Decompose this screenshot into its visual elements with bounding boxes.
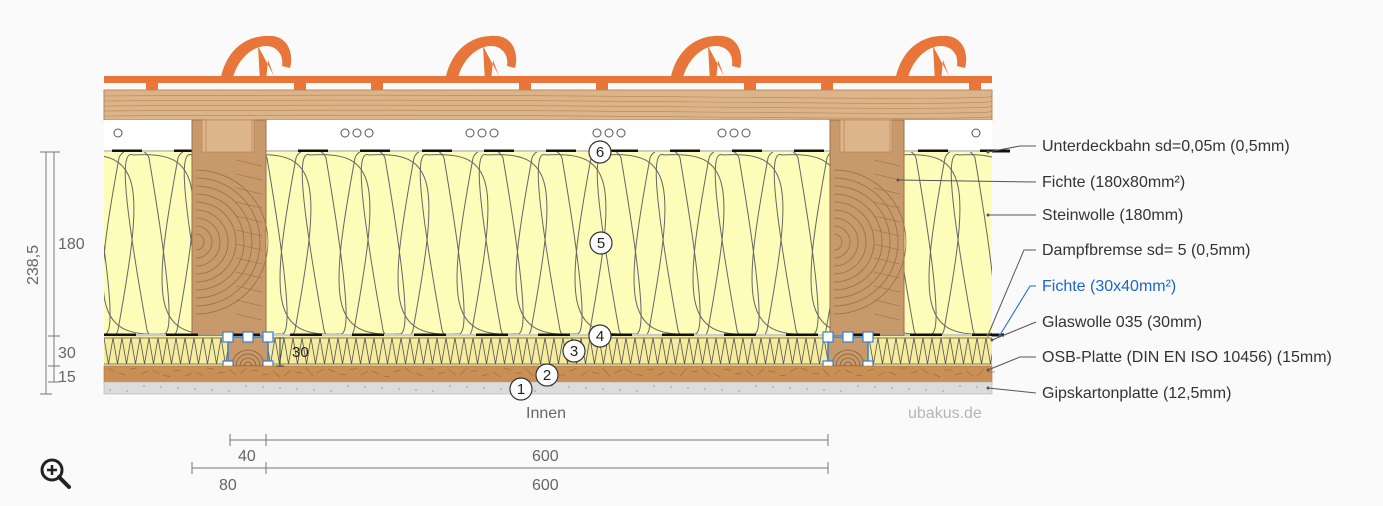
label-gipskarton: Gipskartonplatte (12,5mm) [1042, 385, 1231, 402]
layer-badge-4: 4 [588, 324, 612, 348]
layer-badge-6: 6 [588, 140, 612, 164]
dim-batten-width: 40 [238, 448, 256, 465]
dim-total: 238,5 [25, 245, 42, 285]
dim-rafter-width: 80 [219, 477, 237, 494]
inside-label: Innen [526, 405, 566, 422]
batten-height-dimension [276, 337, 284, 367]
batten-grain [103, 94, 993, 119]
layer-badge-number: 5 [597, 235, 605, 252]
layer-badge-2: 2 [535, 363, 559, 387]
zoom-in-icon[interactable] [38, 456, 74, 492]
leader-line [897, 179, 1037, 183]
roof-tile [821, 35, 981, 96]
layer-badge-3: 3 [562, 339, 586, 363]
label-fichte-rafter: Fichte (180x80mm²) [1042, 174, 1185, 191]
watermark: ubakus.de [908, 405, 982, 422]
roof-tile [371, 35, 531, 96]
dim-insulation-inner: 30 [58, 345, 76, 362]
dim-osb: 15 [58, 369, 76, 386]
leader-line [987, 387, 1037, 394]
label-fichte-batten[interactable]: Fichte (30x40mm²) [1042, 278, 1176, 295]
batten-30x40[interactable] [822, 331, 874, 372]
air-holes [113, 128, 981, 138]
layer-badge-1: 1 [509, 377, 533, 401]
bottom-dimensions [191, 434, 829, 474]
label-osb: OSB-Platte (DIN EN ISO 10456) (15mm) [1042, 349, 1332, 366]
layer-badge-number: 4 [596, 328, 604, 345]
layer-badge-5: 5 [589, 231, 613, 255]
rafters [191, 119, 907, 337]
layer-badge-number: 1 [517, 381, 525, 398]
label-glaswolle: Glaswolle 035 (30mm) [1042, 314, 1202, 331]
osb-texture [107, 367, 995, 378]
leader-line [987, 356, 1036, 371]
layer-badge-number: 6 [596, 144, 604, 161]
leader-line [999, 285, 1036, 336]
roof-tile [146, 35, 306, 96]
layer-badge-number: 3 [570, 343, 578, 360]
left-dimensions [40, 151, 60, 395]
dim-batten-height: 30 [292, 344, 309, 361]
batten-30x40[interactable] [222, 331, 274, 372]
dim-batten-spacing: 600 [532, 448, 559, 465]
dim-rafter-spacing: 600 [532, 477, 559, 494]
leader-line [987, 249, 1036, 336]
label-steinwolle: Steinwolle (180mm) [1042, 207, 1183, 224]
label-leaders [896, 145, 1037, 394]
layer-number-badges: 1 2 3 4 5 6 [509, 140, 613, 401]
label-unterdeckbahn: Unterdeckbahn sd=0,05m (0,5mm) [1042, 138, 1290, 155]
layer-badge-number: 2 [543, 367, 551, 384]
roof-tile [596, 35, 756, 96]
dim-insulation-main: 180 [58, 236, 85, 253]
roof-tiles [104, 35, 992, 96]
tile-base [104, 76, 992, 83]
label-dampfbremse: Dampfbremse sd= 5 (0,5mm) [1042, 242, 1251, 259]
leader-line [987, 145, 1036, 153]
layer-labels: Unterdeckbahn sd=0,05m (0,5mm) Fichte (1… [1042, 138, 1332, 402]
leader-line [991, 321, 1037, 341]
stone-wool-pattern [104, 152, 992, 334]
